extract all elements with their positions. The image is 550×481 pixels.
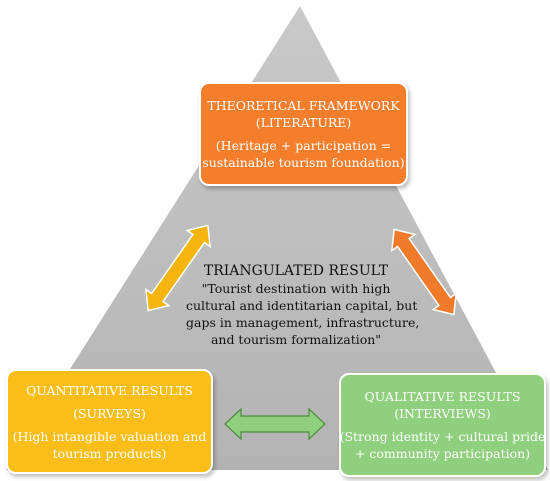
arrow-theory-quant	[144, 224, 212, 312]
theory-body-line1: (Heritage + participation =	[215, 138, 392, 153]
quant-title-line2: (SURVEYS)	[73, 405, 146, 421]
theory-title-line1: THEORETICAL FRAMEWORK	[207, 98, 400, 113]
theoretical-framework-box: THEORETICAL FRAMEWORK (LITERATURE) (Heri…	[199, 82, 408, 186]
triangulated-line1: "Tourist destination with high	[201, 281, 391, 296]
triangulated-line4: and tourism formalization"	[210, 332, 382, 347]
quant-title-line1: QUANTITATIVE RESULTS	[26, 382, 193, 398]
qual-body-line1: (Strong identity + cultural pride	[339, 429, 546, 444]
qual-title-line1: QUALITATIVE RESULTS	[364, 389, 521, 404]
triangulated-line2: cultural and identitarian capital, but	[186, 298, 418, 313]
arrow-quant-qual	[224, 407, 326, 441]
theory-title-line2: (LITERATURE)	[255, 115, 352, 130]
triangulated-title: TRIANGULATED RESULT	[203, 263, 389, 279]
quant-body-line2: tourism products)	[52, 445, 167, 461]
pyramid-triangle	[6, 6, 548, 470]
qual-body-line2: + community participation)	[354, 446, 531, 461]
triangulated-result: TRIANGULATED RESULT "Tourist destination…	[186, 262, 420, 348]
quantitative-results-box: QUANTITATIVE RESULTS (SURVEYS) (High int…	[6, 369, 213, 474]
qual-title-line2: (INTERVIEWS)	[394, 406, 491, 421]
triangulated-line3: gaps in management, infrastructure,	[186, 315, 420, 330]
theory-body-line2: sustainable tourism foundation)	[202, 155, 405, 170]
arrow-theory-qual	[390, 228, 458, 316]
quant-body-line1: (High intangible valuation and	[12, 428, 207, 444]
qualitative-results-box: QUALITATIVE RESULTS (INTERVIEWS) (Strong…	[339, 373, 546, 477]
